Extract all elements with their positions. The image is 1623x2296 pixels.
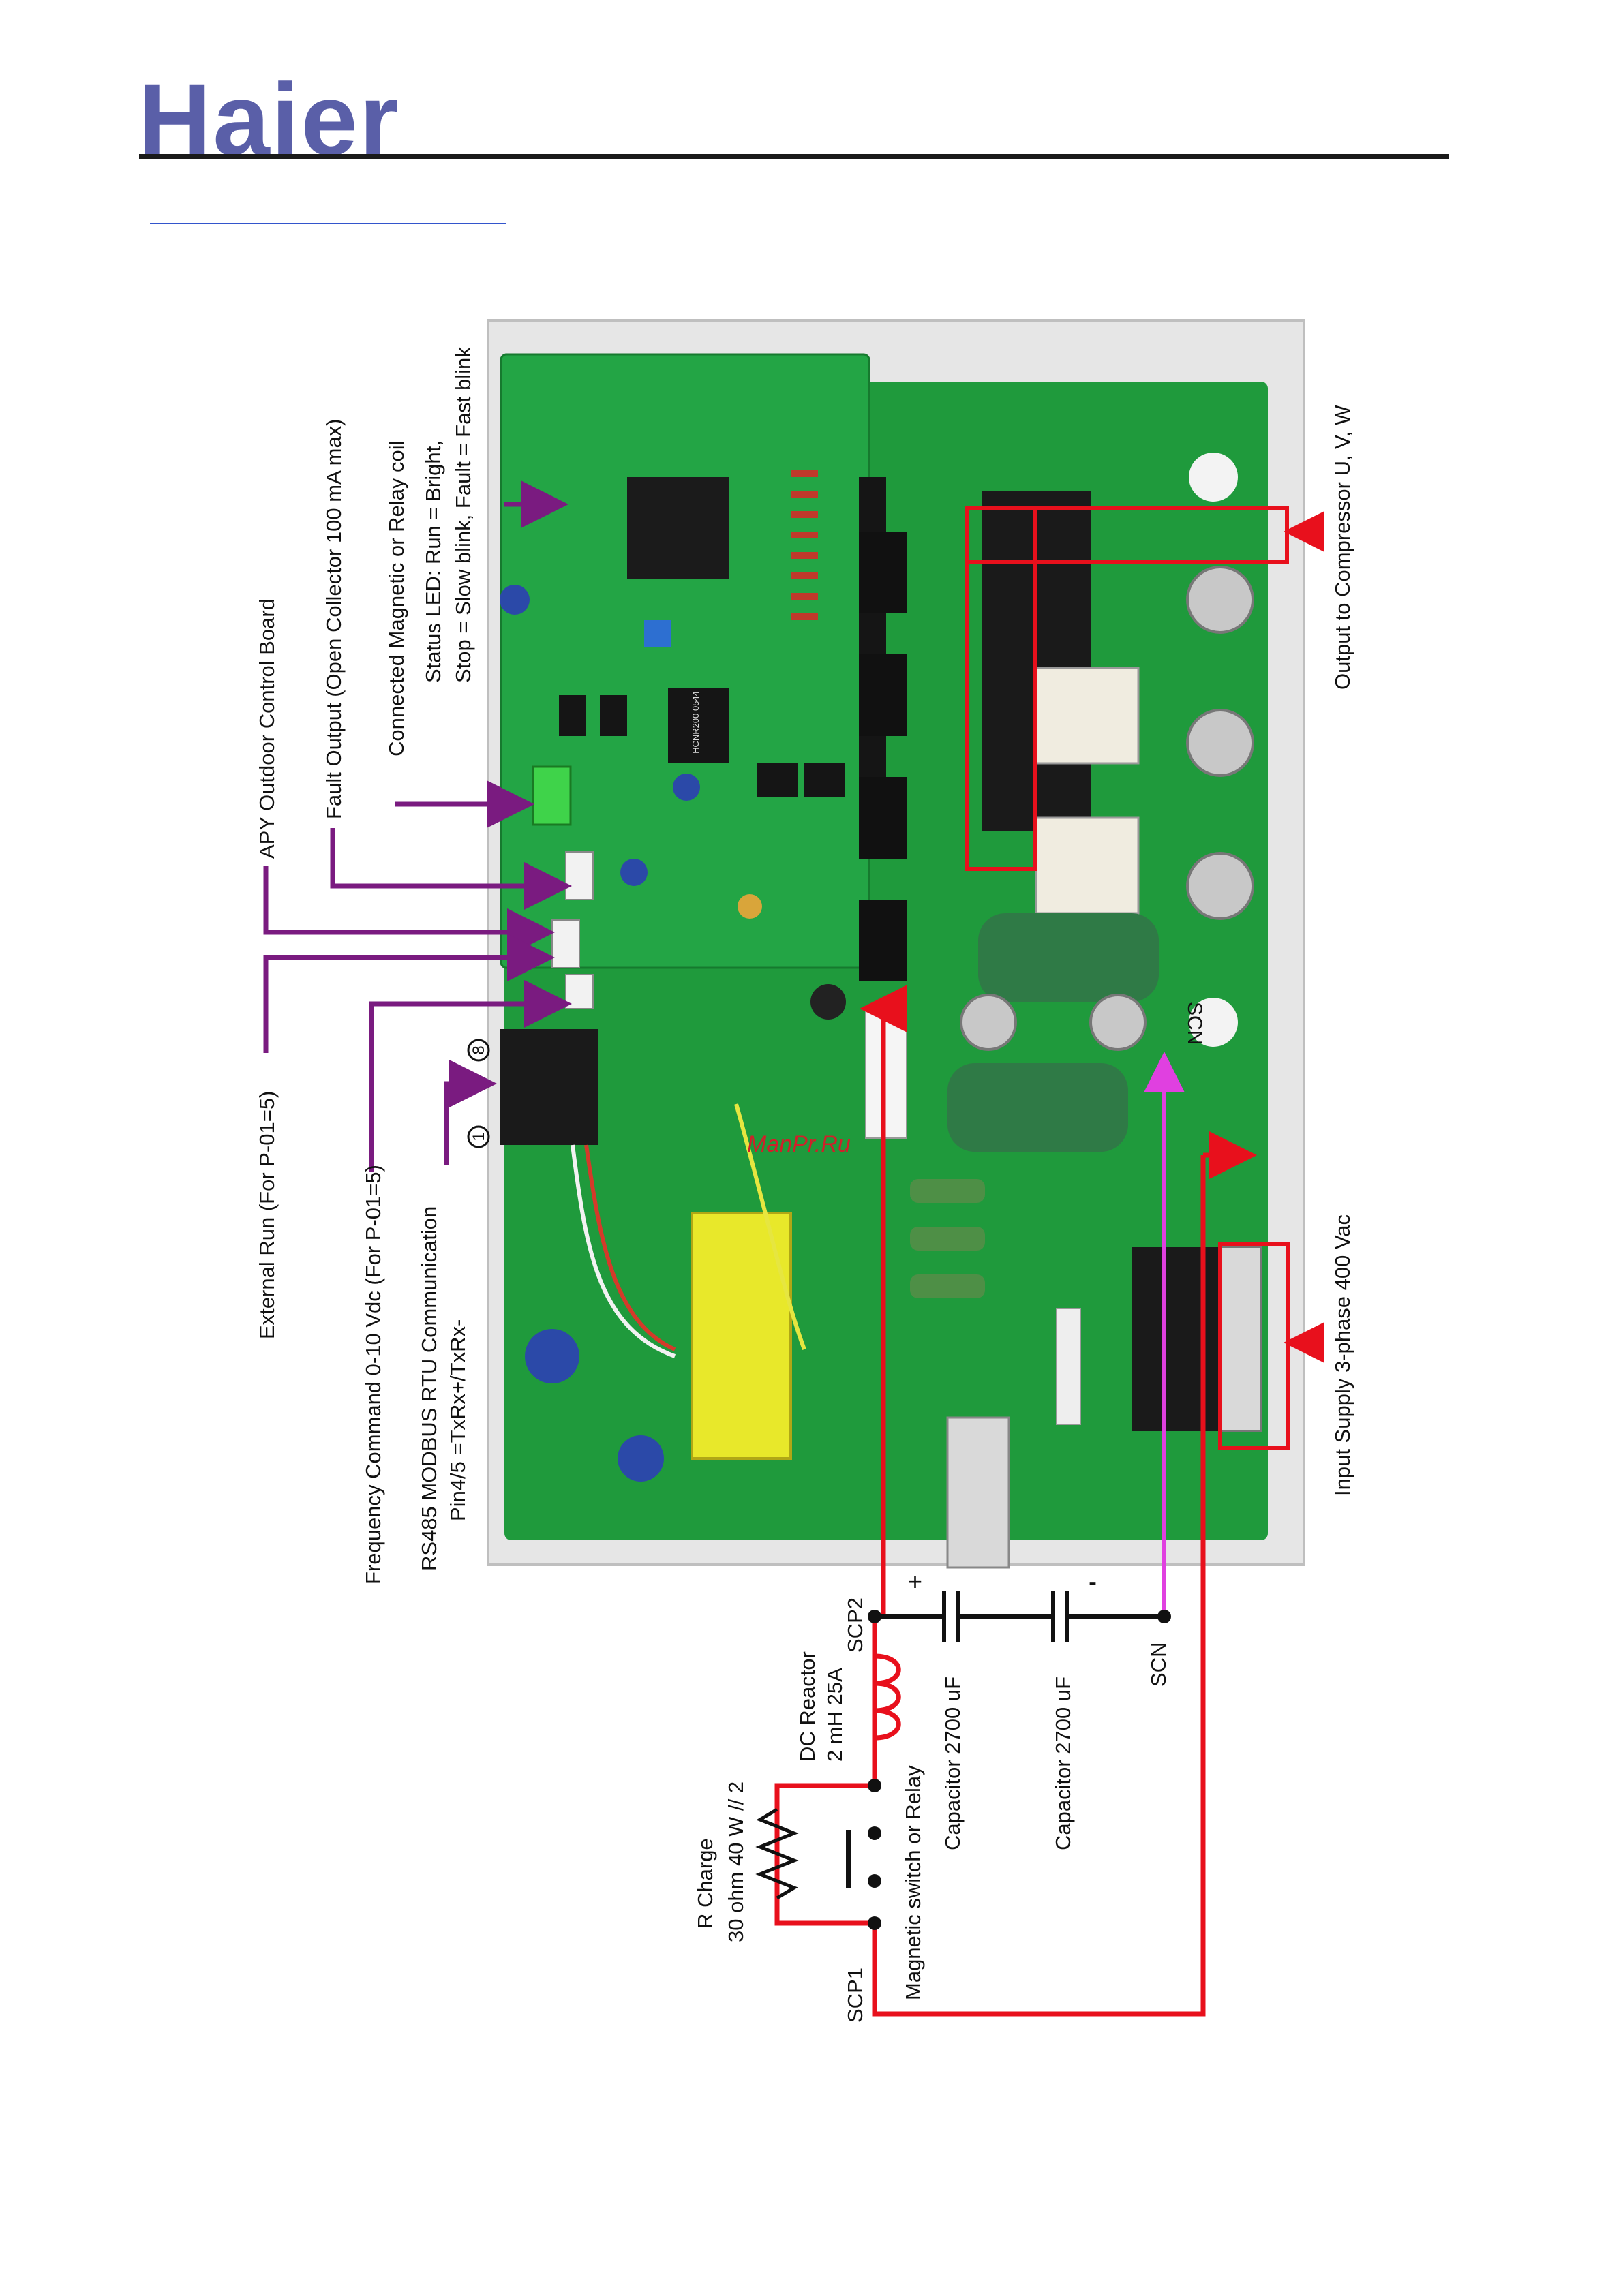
label-minus: - — [1089, 1567, 1097, 1595]
pin-8-label: 8 — [470, 1045, 488, 1054]
label-relay: Connected Magnetic or Relay coil — [384, 440, 408, 756]
mcu-chip — [627, 477, 729, 579]
optocoupler-chip — [668, 688, 729, 763]
haier-logo: Haier — [138, 62, 401, 177]
label-scn: SCN — [1147, 1642, 1170, 1687]
node-scp1 — [868, 1916, 881, 1930]
charge-resistor — [755, 1807, 799, 1900]
label-switch: Magnetic switch or Relay — [901, 1765, 925, 2000]
label-status-1: Status LED: Run = Bright, — [421, 440, 445, 683]
label-plus: + — [908, 1567, 922, 1595]
label-rs485-1: RS485 MODBUS RTU Communication — [417, 1206, 441, 1571]
label-scp1: SCP1 — [843, 1968, 867, 2023]
label-reactor-1: DC Reactor — [795, 1651, 819, 1762]
label-external-run: External Run (For P-01=5) — [255, 1091, 279, 1339]
label-rs485-2: Pin4/5 =TxRx+/TxRx- — [446, 1319, 470, 1521]
pin-8-marker — [467, 1039, 490, 1062]
label-scp2: SCP2 — [843, 1597, 867, 1653]
watermark-text: ManPr.Ru — [747, 1131, 851, 1157]
pin-1-marker — [467, 1125, 490, 1148]
label-reactor-2: 2 mH 25A — [823, 1668, 847, 1762]
rj45-connector — [500, 1029, 598, 1145]
relay-terminal — [532, 765, 572, 826]
label-status-2: Stop = Slow blink, Fault = Fast blink — [451, 347, 475, 683]
scn-board-label: SCN — [1183, 1002, 1206, 1045]
label-input: Input Supply 3-phase 400 Vac — [1331, 1214, 1354, 1496]
node-scp2 — [868, 1610, 881, 1623]
label-capacitor-2: Capacitor 2700 uF — [1051, 1677, 1075, 1850]
label-output: Output to Compressor U, V, W — [1331, 405, 1354, 690]
label-frequency: Frequency Command 0-10 Vdc (For P-01=5) — [361, 1165, 385, 1585]
header-rule — [139, 154, 1449, 159]
output-highlight-uvw — [965, 506, 1037, 871]
label-rcharge-2: 30 ohm 40 W // 2 — [724, 1781, 748, 1942]
capacitor-bank — [875, 1591, 1164, 1642]
dc-bus-circuit — [774, 985, 1257, 2017]
label-apy: APY Outdoor Control Board — [255, 598, 279, 859]
control-board: HCNR200 0544 — [500, 353, 1268, 1569]
label-fault: Fault Output (Open Collector 100 mA max) — [322, 418, 346, 819]
label-rcharge-1: R Charge — [693, 1838, 717, 1929]
header-link-underline[interactable] — [150, 223, 506, 224]
pin-1-label: 1 — [470, 1132, 488, 1141]
dc-reactor — [874, 1653, 901, 1741]
node-scn — [1157, 1610, 1171, 1623]
chip-label: HCNR200 0544 — [691, 691, 701, 754]
label-capacitor-1: Capacitor 2700 uF — [941, 1677, 965, 1850]
